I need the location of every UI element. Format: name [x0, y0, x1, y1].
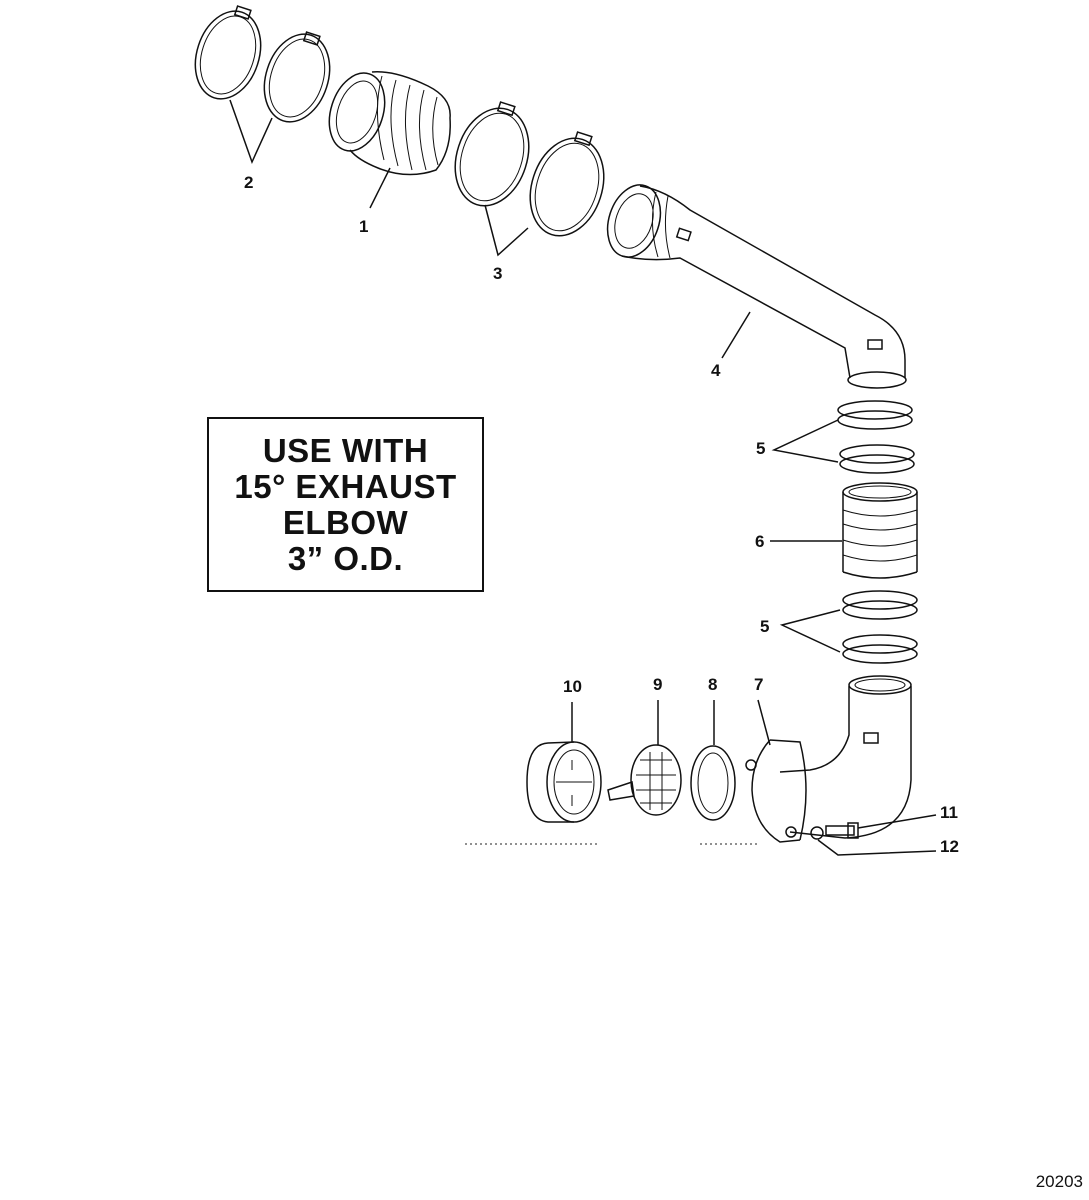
exhaust-hose-6	[842, 482, 918, 579]
note-line: 3” O.D.	[287, 539, 404, 577]
exhaust-elbow-7	[745, 675, 912, 843]
callout-9: 9	[653, 675, 663, 694]
leader-lines	[229, 99, 937, 856]
callout-5-upper: 5	[756, 439, 766, 458]
callout-7: 7	[754, 675, 764, 694]
note-line: ELBOW	[282, 503, 409, 541]
callout-12: 12	[940, 837, 959, 856]
bolt-11	[825, 822, 859, 839]
exhaust-tube-4	[606, 184, 907, 389]
callout-5-lower: 5	[760, 617, 770, 636]
hose-clamp-pair-2	[194, 5, 331, 123]
usage-note-box: USE WITH 15° EXHAUST ELBOW 3” O.D.	[207, 417, 484, 592]
exhaust-shutter-9	[607, 744, 682, 816]
callout-2: 2	[244, 173, 254, 192]
callout-11: 11	[940, 803, 958, 822]
callout-10: 10	[563, 677, 582, 696]
callout-1: 1	[359, 217, 369, 236]
callout-4: 4	[711, 361, 721, 380]
washer-12	[810, 826, 824, 840]
note-line: USE WITH	[262, 431, 429, 469]
note-line: 15° EXHAUST	[234, 467, 457, 505]
adapter-sleeve-10	[526, 741, 602, 823]
drawing-number: 20203	[1035, 1172, 1083, 1191]
callout-3: 3	[493, 264, 503, 283]
exhaust-bellows-1	[328, 71, 451, 176]
callout-8: 8	[708, 675, 718, 694]
clamp-band-pair-5-upper	[837, 400, 915, 474]
gasket-8	[690, 745, 736, 821]
clamp-band-pair-5-lower	[842, 590, 918, 664]
hose-clamp-pair-3	[454, 101, 605, 237]
callout-6: 6	[755, 532, 765, 551]
